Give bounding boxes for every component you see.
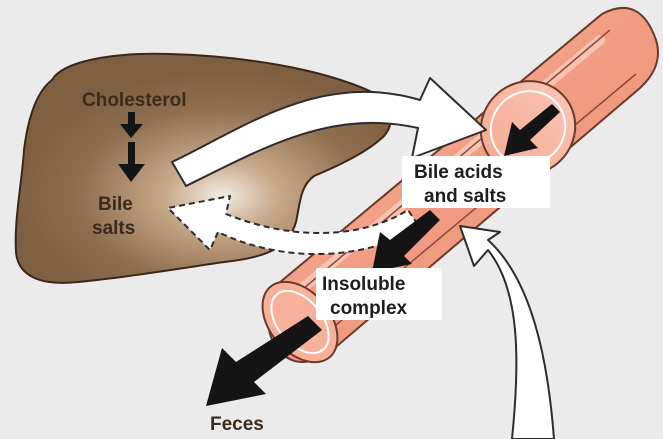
feces-label: Feces	[210, 414, 264, 435]
insoluble-complex-label-line2: complex	[330, 298, 408, 319]
bile-salts-label-line2: salts	[92, 218, 135, 239]
insoluble-complex-label-line1: Insoluble	[322, 274, 405, 295]
bile-acids-label-line2: and salts	[424, 186, 506, 207]
external-agent-arrow	[460, 226, 554, 439]
cholesterol-label: Cholesterol	[82, 90, 187, 111]
bile-salts-label-line1: Bile	[98, 194, 133, 215]
bile-acids-label-line1: Bile acids	[414, 162, 503, 183]
